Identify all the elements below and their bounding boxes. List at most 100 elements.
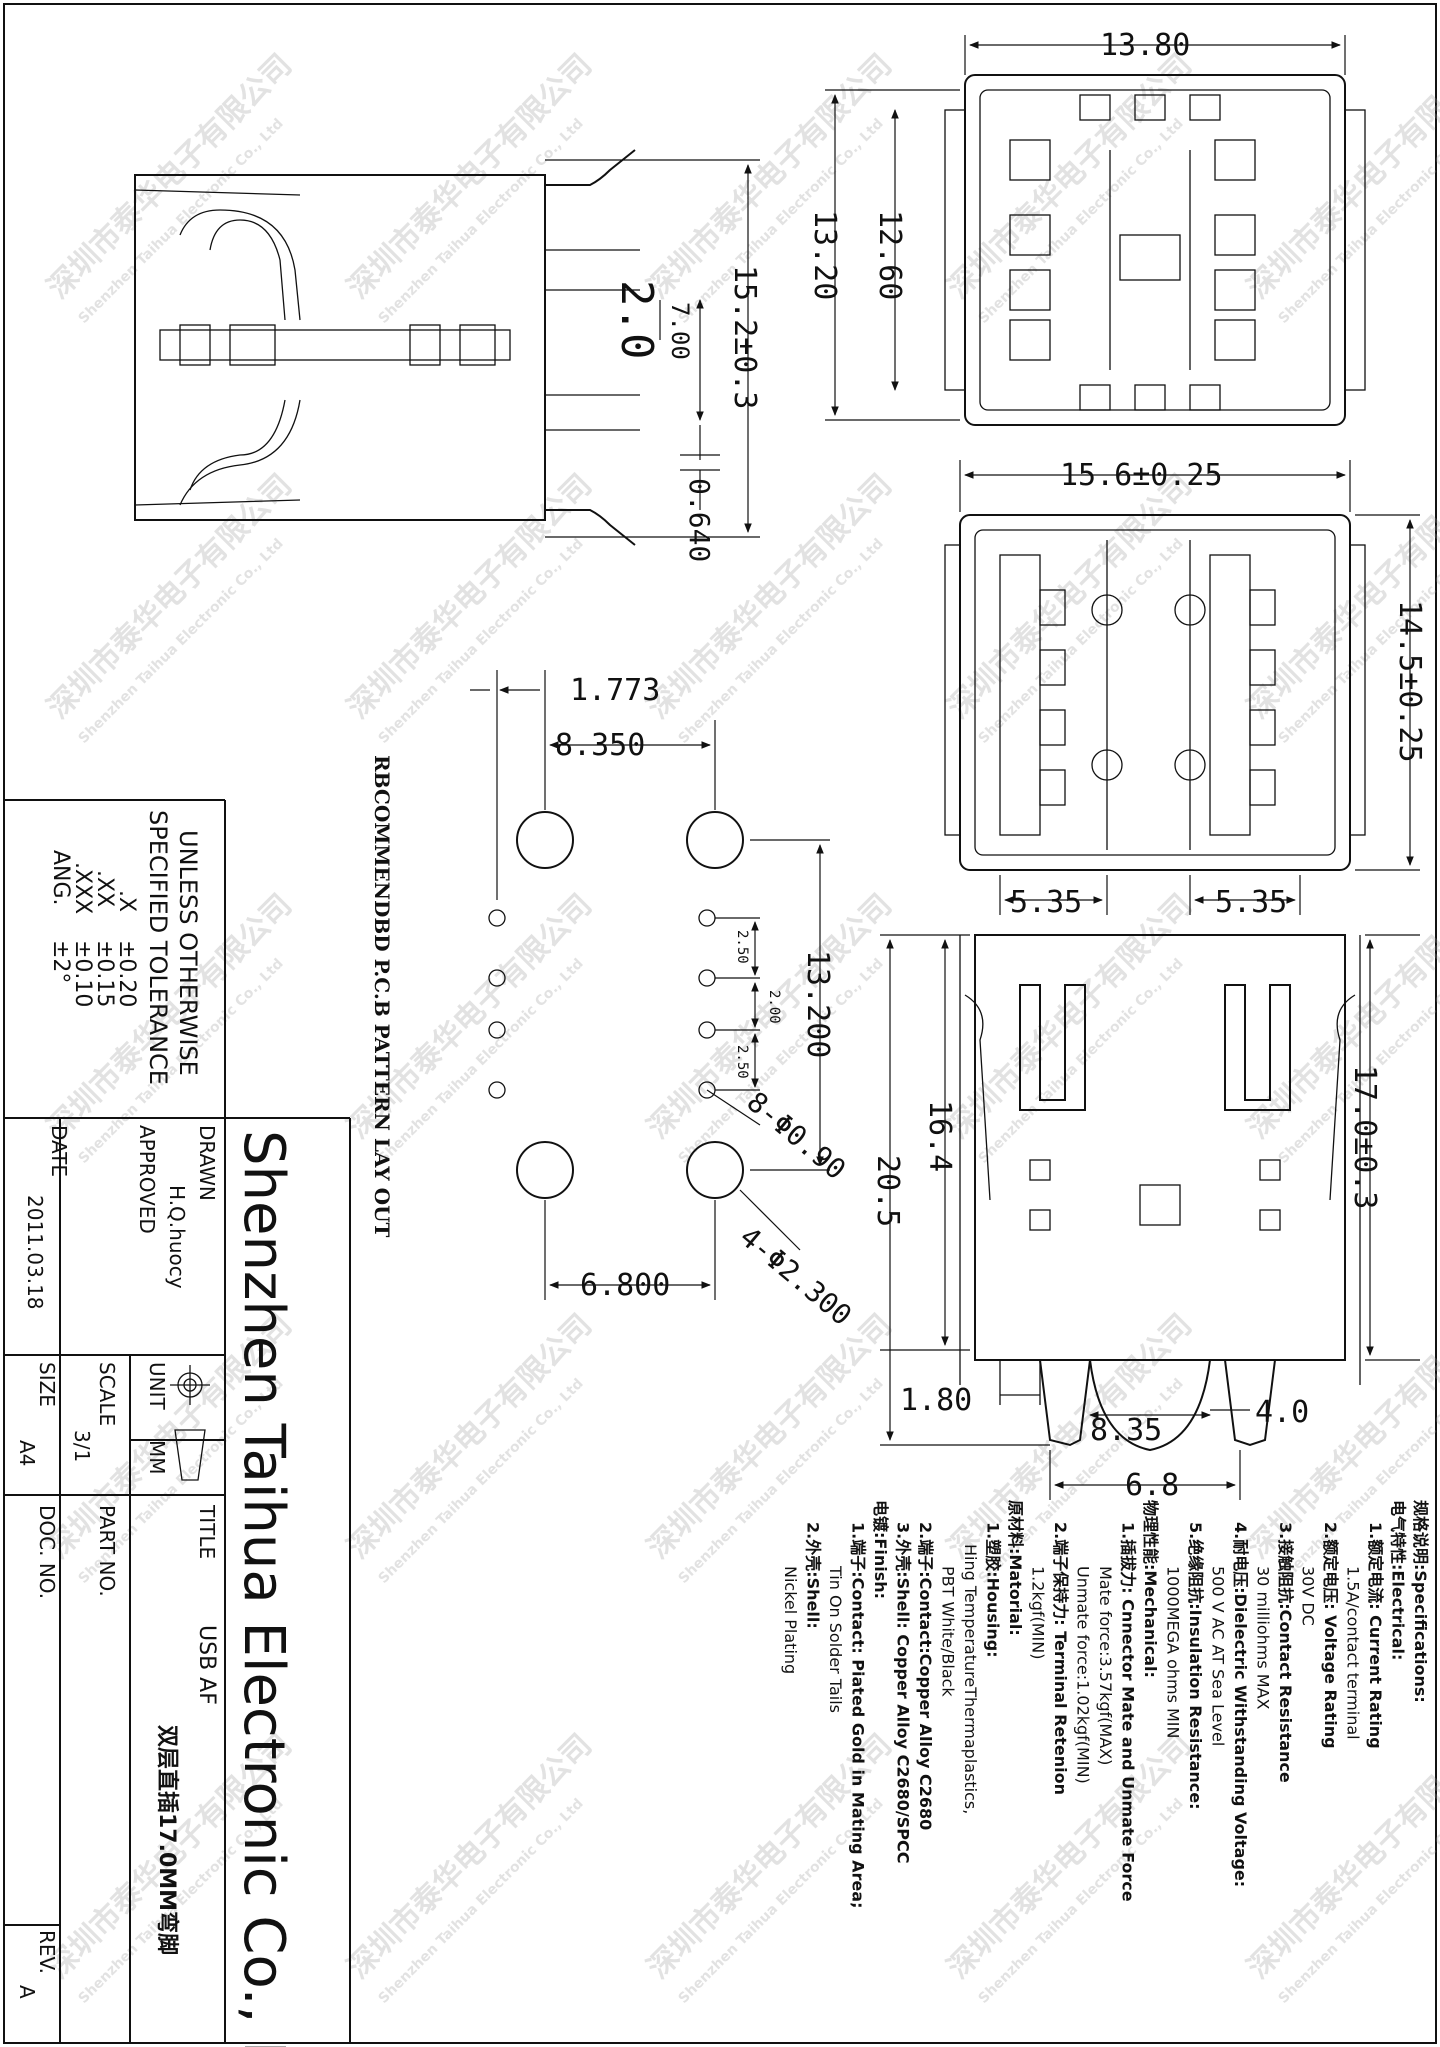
spec-line: PBT White/Black — [939, 1566, 958, 1697]
spec-line: 30V DC — [1299, 1566, 1318, 1626]
specifications: 规格说明:Specifications:电气特性:Electrical:1.额定… — [781, 1500, 1430, 1908]
spec-line: 1.端子:Contact: Piated Gold in Mating Area… — [849, 1522, 868, 1908]
dim-pcb-holes-small: 8-Φ0.90 — [741, 1085, 853, 1186]
dim-bottom-40: 4.0 — [1255, 1395, 1309, 1430]
spec-line: 1.2kgf(MIN) — [1029, 1566, 1048, 1659]
dim-bottom-164: 16.4 — [922, 1100, 957, 1172]
watermark-cn: 深圳市泰华电子有限公司 — [641, 468, 899, 726]
drawn-label: DRAWN — [195, 1125, 219, 1201]
size-value: A4 — [15, 1440, 39, 1466]
spec-line: 2.端子保持力: Terminal Retenion — [1051, 1522, 1070, 1795]
watermark-cn: 深圳市泰华电子有限公司 — [641, 48, 899, 306]
spec-line: Hing TemperatureThermaplastics, — [961, 1544, 980, 1814]
date-value: 2011.03.18 — [23, 1195, 47, 1310]
tolerance-x: .X — [114, 890, 139, 912]
tolerance-xx: .XX — [92, 870, 117, 907]
spec-line: 3.接触阻抗:Contact Resistance — [1276, 1522, 1295, 1783]
company-name: Shenzhen Taihua Electronic Co., Ltd — [231, 1130, 296, 2047]
tolerance-x-val: ±0.20 — [114, 940, 139, 1007]
dim-pcb-250-b: 2.50 — [734, 1045, 750, 1079]
dim-bottom-height: 17.0±0.3 — [1347, 1065, 1382, 1210]
tolerance-ang: ANG. — [48, 850, 73, 906]
watermark-cn: 深圳市泰华电子有限公司 — [941, 888, 1199, 1146]
spec-line: 4.耐电压:Dielectric Withstanding Voltage: — [1231, 1522, 1250, 1887]
dim-side-7: 7.00 — [666, 302, 694, 360]
spec-line: Unmate force:1.02kgf(MIN) — [1074, 1566, 1093, 1784]
spec-line: 500 V AC AT Sea Level — [1209, 1566, 1228, 1746]
side-view — [134, 149, 760, 546]
front-view-top — [825, 35, 1366, 426]
approved-label: APPROVED — [135, 1125, 159, 1234]
watermark-cn: 深圳市泰华电子有限公司 — [41, 468, 299, 726]
spec-line: 5.绝缘阻抗:Insulation Resistance: — [1186, 1522, 1205, 1810]
tolerance-ang-val: ±2° — [48, 940, 73, 983]
dim-front-1320: 13.20 — [807, 210, 842, 300]
dim-side-2: 2.0 — [611, 280, 662, 359]
pcb-layout-title: RBCOMMENDBD P.C.B PATTERN LAY OUT — [370, 755, 394, 1238]
spec-line: 3.外壳:Shell: Copper Alloy C2680/SPCC — [894, 1522, 913, 1863]
watermark-cn: 深圳市泰华电子有限公司 — [341, 468, 599, 726]
spec-line: 物理性能:Mechanical: — [1141, 1500, 1160, 1678]
dim-front-1260: 12.60 — [872, 210, 907, 300]
watermark-cn: 深圳市泰华电子有限公司 — [341, 48, 599, 306]
tolerance-line-2: SPECIFIED TOLERANCE — [144, 810, 172, 1085]
rev-value: A — [15, 1985, 39, 1999]
dim-side-height: 15.2±0.3 — [727, 265, 762, 410]
spec-line: 2.端子:Contact:Copper Alloy C2680 — [916, 1522, 935, 1830]
spec-line: 30 milliohms MAX — [1254, 1566, 1273, 1710]
spec-line: 1.塑胶:Housing: — [984, 1522, 1003, 1658]
part-label: PART NO. — [95, 1505, 119, 1597]
dim-pcb-13200: 13.200 — [800, 950, 835, 1058]
drawn-value: H.Q.huocy — [165, 1185, 189, 1289]
dim-bottom-68: 6.8 — [1125, 1468, 1179, 1503]
dim-pcb-1773: 1.773 — [570, 673, 660, 708]
bottom-view — [880, 934, 1420, 1500]
dim-pcb-6800: 6.800 — [580, 1268, 670, 1303]
spec-line: Nickel Plating — [781, 1566, 800, 1674]
spec-line: Mate force:3.57kgf(MAX) — [1096, 1566, 1115, 1765]
tolerance-xxx-val: ±0.10 — [70, 940, 95, 1007]
tolerance-line-1: UNLESS OTHERWISE — [174, 830, 202, 1076]
rev-label: REV. — [35, 1930, 59, 1974]
watermark-cn: 深圳市泰华电子有限公司 — [41, 48, 299, 306]
scale-value: 3/1 — [70, 1430, 94, 1462]
dim-pcb-holes-large: 4-Φ2.300 — [734, 1220, 859, 1332]
dim-pcb-250-a: 2.50 — [734, 930, 750, 964]
front-view-ports — [944, 460, 1420, 915]
dim-pcb-200: 2.00 — [766, 990, 782, 1024]
dim-front2-height: 14.5±0.25 — [1392, 600, 1427, 763]
watermark-cn: 深圳市泰华电子有限公司 — [941, 468, 1199, 726]
tolerance-xxx: .XXX — [70, 862, 95, 914]
sheet-border — [3, 3, 1437, 2044]
dim-front2-left: 5.35 — [1010, 885, 1082, 920]
tolerance-xx-val: ±0.15 — [92, 940, 117, 1007]
dim-pcb-8350: 8.350 — [555, 728, 645, 763]
doc-label: DOC. NO. — [35, 1505, 59, 1599]
scale-label: SCALE — [95, 1362, 119, 1426]
spec-line: Tin On Solder Tails — [826, 1565, 845, 1713]
title-value: USB AF — [194, 1625, 219, 1705]
dim-front2-width: 15.6±0.25 — [1060, 458, 1223, 493]
dim-bottom-205: 20.5 — [870, 1155, 905, 1227]
spec-line: 1.插拔力: Cnnector Mate and Unmate Force — [1119, 1522, 1138, 1902]
dim-front-width: 13.80 — [1100, 28, 1190, 63]
dim-side-0640: 0.640 — [683, 478, 716, 562]
watermark-cn: 深圳市泰华电子有限公司 — [341, 1728, 599, 1986]
title-block — [4, 799, 351, 2043]
dim-front2-right: 5.35 — [1215, 885, 1287, 920]
dim-bottom-180: 1.80 — [900, 1383, 972, 1418]
size-label: SIZE — [35, 1362, 59, 1407]
unit-value: MM — [145, 1440, 169, 1475]
pcb-layout — [470, 670, 830, 1300]
title-cn: 双层直插17.0MM弯脚 — [154, 1725, 180, 1955]
spec-line: 电气特性:Electrical: — [1389, 1500, 1408, 1660]
spec-line: 电镀:Finish: — [871, 1500, 890, 1599]
dim-bottom-835: 8.35 — [1090, 1413, 1162, 1448]
title-label: TITLE — [195, 1504, 219, 1559]
spec-line: 原材料:Matorial: — [1006, 1500, 1025, 1636]
spec-line: 规格说明:Specifications: — [1411, 1500, 1430, 1703]
watermark-cn: 深圳市泰华电子有限公司 — [341, 1308, 599, 1566]
spec-line: 1.5A/contact terminal — [1344, 1566, 1363, 1740]
spec-line: 1.额定电流: Current Rating — [1366, 1522, 1385, 1749]
